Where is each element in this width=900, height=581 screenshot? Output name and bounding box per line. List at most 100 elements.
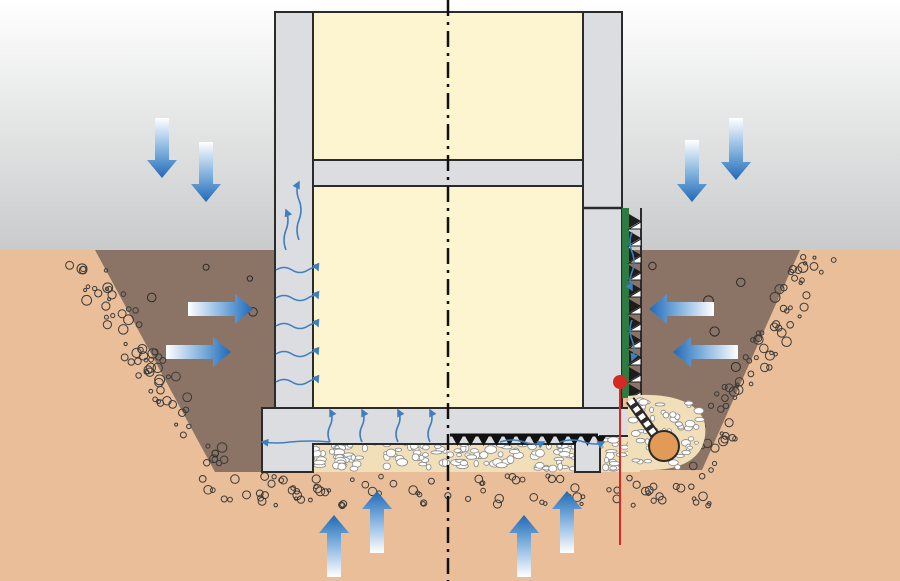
gravel-pebble bbox=[337, 462, 347, 471]
soil-particle bbox=[774, 284, 785, 295]
pressure-arrow-icon bbox=[721, 118, 751, 180]
soil-particle bbox=[216, 442, 228, 453]
soil-particle bbox=[728, 433, 737, 442]
soil-particle bbox=[480, 487, 486, 494]
soil-particle bbox=[759, 343, 769, 354]
soil-particle bbox=[389, 479, 398, 488]
soil-particle bbox=[83, 288, 88, 293]
drain-pebble bbox=[627, 416, 639, 424]
soil-particle bbox=[101, 301, 111, 311]
soil-particle bbox=[178, 408, 187, 417]
seepage-arrow-icon bbox=[275, 318, 320, 330]
gravel-pebble bbox=[349, 465, 359, 472]
soil-particle bbox=[209, 487, 216, 493]
soil-particle bbox=[312, 484, 323, 494]
soil-particle bbox=[606, 487, 612, 493]
seepage-arrow-icon bbox=[559, 439, 606, 449]
soil-particle bbox=[255, 489, 264, 498]
gravel-pebble bbox=[446, 451, 454, 458]
membrane-dimple bbox=[629, 316, 641, 330]
soil-particle bbox=[760, 362, 770, 373]
soil-particle bbox=[711, 460, 718, 467]
drain-pebble bbox=[684, 419, 696, 428]
soil-particle bbox=[102, 320, 112, 330]
soil-particle bbox=[759, 330, 765, 336]
soil-particle bbox=[267, 479, 276, 488]
seepage-arrow-icon bbox=[275, 262, 320, 274]
gravel-pebble bbox=[535, 448, 545, 458]
membrane-dimple bbox=[627, 306, 642, 315]
gravel-pebble bbox=[411, 453, 420, 462]
soil-particle bbox=[186, 423, 192, 430]
soil-particle bbox=[773, 351, 778, 357]
soil-particle bbox=[273, 502, 278, 508]
gravel-pebble bbox=[396, 458, 408, 467]
soil-particle bbox=[676, 483, 686, 493]
soil-particle bbox=[80, 266, 87, 273]
soil-particle bbox=[174, 422, 179, 427]
gravel-pebble bbox=[497, 451, 504, 458]
gravel-pebble bbox=[453, 448, 462, 453]
drain-pebble bbox=[668, 459, 679, 466]
gravel-pebble bbox=[615, 452, 628, 458]
gravel-pebble bbox=[421, 452, 429, 458]
gravel-pebble bbox=[558, 451, 571, 458]
drain-pebble bbox=[693, 407, 705, 415]
soil-particle bbox=[278, 475, 288, 485]
soil-particle bbox=[143, 357, 149, 363]
soil-particle bbox=[580, 494, 586, 500]
soil-particle bbox=[791, 274, 799, 282]
soil-particle bbox=[110, 313, 116, 319]
soil-particle bbox=[650, 497, 657, 504]
soil-particle bbox=[143, 369, 150, 375]
soil-particle bbox=[209, 454, 219, 464]
soil-particle bbox=[720, 435, 729, 444]
soil-particle bbox=[797, 314, 802, 319]
soil-particle bbox=[349, 477, 355, 483]
drain-pebble bbox=[693, 424, 700, 430]
gravel-pebble bbox=[361, 444, 368, 453]
gravel-pebble bbox=[441, 458, 449, 467]
gravel-pebble bbox=[484, 445, 498, 454]
soil-particle bbox=[154, 374, 166, 386]
pressure-arrow-icon bbox=[147, 118, 177, 178]
soil-particle bbox=[714, 391, 720, 397]
seepage-arrow-icon bbox=[292, 180, 302, 241]
soil-particle bbox=[579, 501, 584, 507]
soil-particle bbox=[65, 260, 75, 270]
soil-particle bbox=[321, 488, 330, 497]
seepage-arrow-icon bbox=[629, 319, 639, 362]
soil-particle bbox=[732, 395, 738, 400]
soil-particle bbox=[120, 291, 127, 297]
soil-particle bbox=[724, 383, 734, 393]
membrane-dimple bbox=[629, 265, 641, 279]
gravel-pebble bbox=[508, 449, 520, 455]
soil-particle bbox=[798, 280, 803, 286]
soil-particle bbox=[103, 314, 109, 320]
soil-particle bbox=[179, 431, 187, 439]
floor-membrane-tooth bbox=[478, 436, 489, 446]
soil-particle bbox=[492, 499, 503, 509]
soil-particle bbox=[755, 330, 762, 336]
soil-particle bbox=[148, 356, 154, 363]
gravel-pebble bbox=[313, 459, 326, 466]
soil-particle bbox=[134, 357, 142, 366]
soil-particle bbox=[721, 394, 729, 402]
soil-particle bbox=[640, 486, 650, 496]
soil-particle bbox=[717, 405, 725, 413]
soil-particle bbox=[812, 255, 817, 260]
soil-particle bbox=[307, 497, 313, 503]
drain-pebble bbox=[684, 400, 694, 406]
gravel-pebble bbox=[557, 462, 563, 471]
gravel-pebble bbox=[328, 448, 336, 455]
gravel-pebble bbox=[459, 460, 468, 467]
soil-particle bbox=[766, 364, 773, 371]
soil-particle bbox=[155, 398, 161, 405]
soil-particle bbox=[138, 351, 149, 361]
soil-particle bbox=[688, 483, 695, 490]
soil-particle bbox=[794, 266, 803, 275]
drain-pebble bbox=[687, 445, 693, 450]
pressure-arrow-icon bbox=[188, 294, 253, 324]
soil-particle bbox=[92, 285, 98, 292]
soil-particle bbox=[644, 485, 654, 495]
